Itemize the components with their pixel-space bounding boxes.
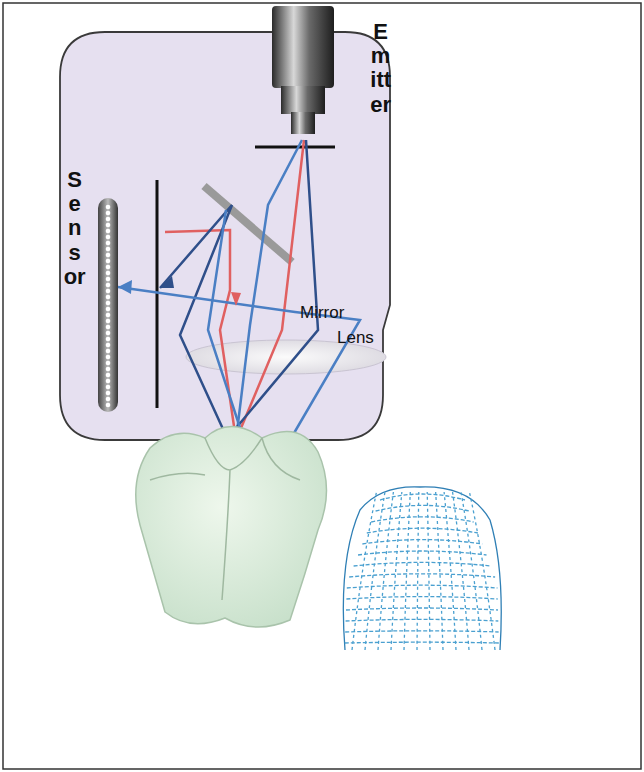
mirror-label: Mirror xyxy=(300,303,344,323)
sensor-label: Sensor xyxy=(62,168,87,289)
lens-label: Lens xyxy=(337,328,374,348)
emitter-label: Emitter xyxy=(368,20,393,117)
